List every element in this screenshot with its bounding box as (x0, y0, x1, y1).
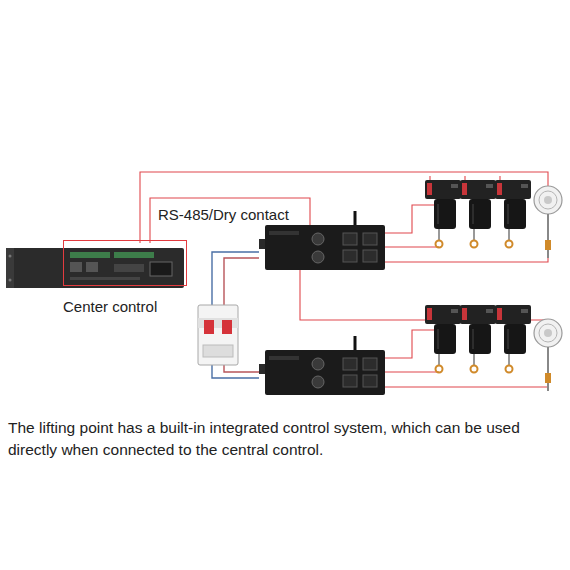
wiring-illustration (259, 336, 385, 395)
wiring-illustration (534, 319, 562, 391)
center-control-device (70, 277, 140, 280)
circuit-breaker (198, 305, 238, 365)
wiring-illustration (534, 186, 562, 258)
signal-wire (385, 371, 439, 372)
circuit-breaker (198, 305, 238, 365)
wiring-illustration (460, 180, 496, 248)
highlight-frame (63, 240, 187, 286)
power-wire (224, 258, 259, 305)
power-wire (212, 365, 259, 378)
center-control-device (114, 264, 144, 272)
center-control-device (70, 262, 82, 272)
signal-wire (385, 246, 439, 247)
center-control-device (86, 262, 98, 272)
center-control-device (150, 262, 172, 276)
device-box: Center control (63, 240, 187, 316)
wiring-illustration (495, 305, 531, 373)
wiring-illustration (460, 305, 496, 373)
center-control-device (114, 252, 154, 258)
signal-wire (385, 244, 548, 262)
circuit-breaker (204, 320, 214, 334)
signal-wire (385, 377, 548, 387)
wiring-illustration (495, 180, 531, 248)
center-control-device (70, 252, 110, 258)
node-label: Center control (63, 298, 157, 315)
circuit-breaker (203, 345, 233, 357)
wiring-illustration (425, 305, 461, 373)
power-wire (212, 252, 259, 305)
power-wire (224, 365, 259, 372)
circuit-breaker (222, 320, 232, 334)
wiring-illustration (425, 180, 461, 248)
signal-label: RS-485/Dry contact (156, 206, 291, 223)
center-control-device (6, 248, 14, 288)
center-control-device (9, 255, 12, 258)
center-control-device (9, 279, 12, 282)
center-control-device (6, 248, 184, 288)
center-control-device (6, 248, 184, 288)
caption-text: The lifting point has a built-in integra… (8, 417, 556, 461)
signal-wire (385, 330, 434, 358)
signal-wire (430, 176, 500, 180)
signal-wire (385, 205, 434, 233)
